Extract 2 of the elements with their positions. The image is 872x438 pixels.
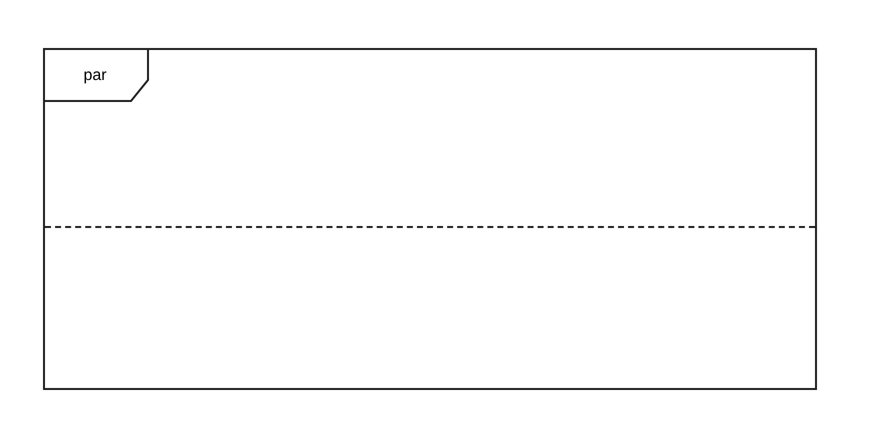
operator-label: par bbox=[82, 66, 108, 86]
fragment-frame bbox=[43, 48, 817, 390]
